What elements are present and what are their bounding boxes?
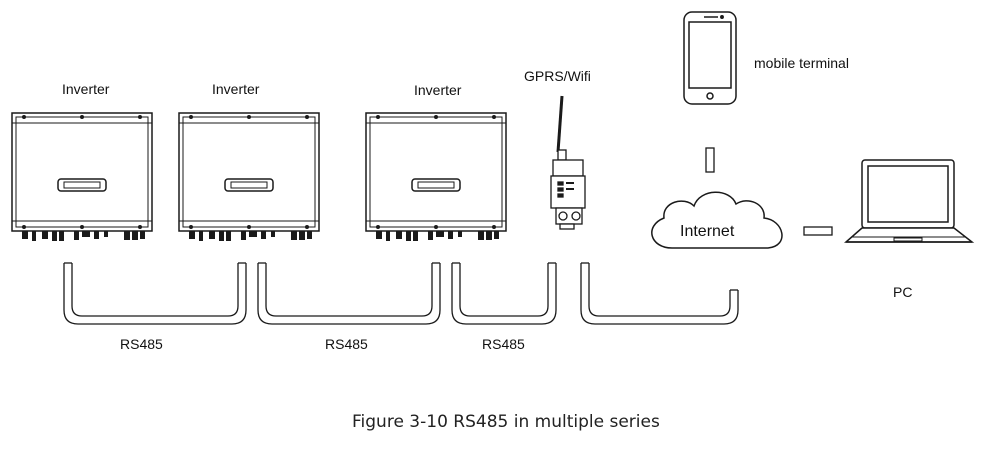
pc-label: PC [893,284,913,300]
mobile-terminal-label: mobile terminal [754,55,849,71]
rs485-cable-3 [451,262,557,325]
inverter-3-label: Inverter [414,82,462,98]
figure-caption: Figure 3-10 RS485 in multiple series [352,412,660,432]
inverter-1-label: Inverter [62,81,110,97]
inverter-3 [365,112,507,242]
pc-laptop-icon [844,159,975,243]
internet-pc-link [803,226,833,236]
mobile-terminal-icon [683,11,737,105]
rs485-label-2: RS485 [325,336,368,352]
rs485-label-1: RS485 [120,336,163,352]
rs485-label-3: RS485 [482,336,525,352]
rs485-cable-1 [63,262,247,325]
phone-internet-link [705,147,715,173]
gprs-wifi-module-icon [550,95,586,230]
inverter-1 [11,112,153,242]
internet-label: Internet [680,223,735,240]
gprs-internet-cable [580,262,739,325]
rs485-cable-2 [257,262,441,325]
internet-cloud-icon [651,191,783,249]
inverter-2 [178,112,320,242]
gprs-wifi-label: GPRS/Wifi [524,68,591,84]
inverter-2-label: Inverter [212,81,260,97]
